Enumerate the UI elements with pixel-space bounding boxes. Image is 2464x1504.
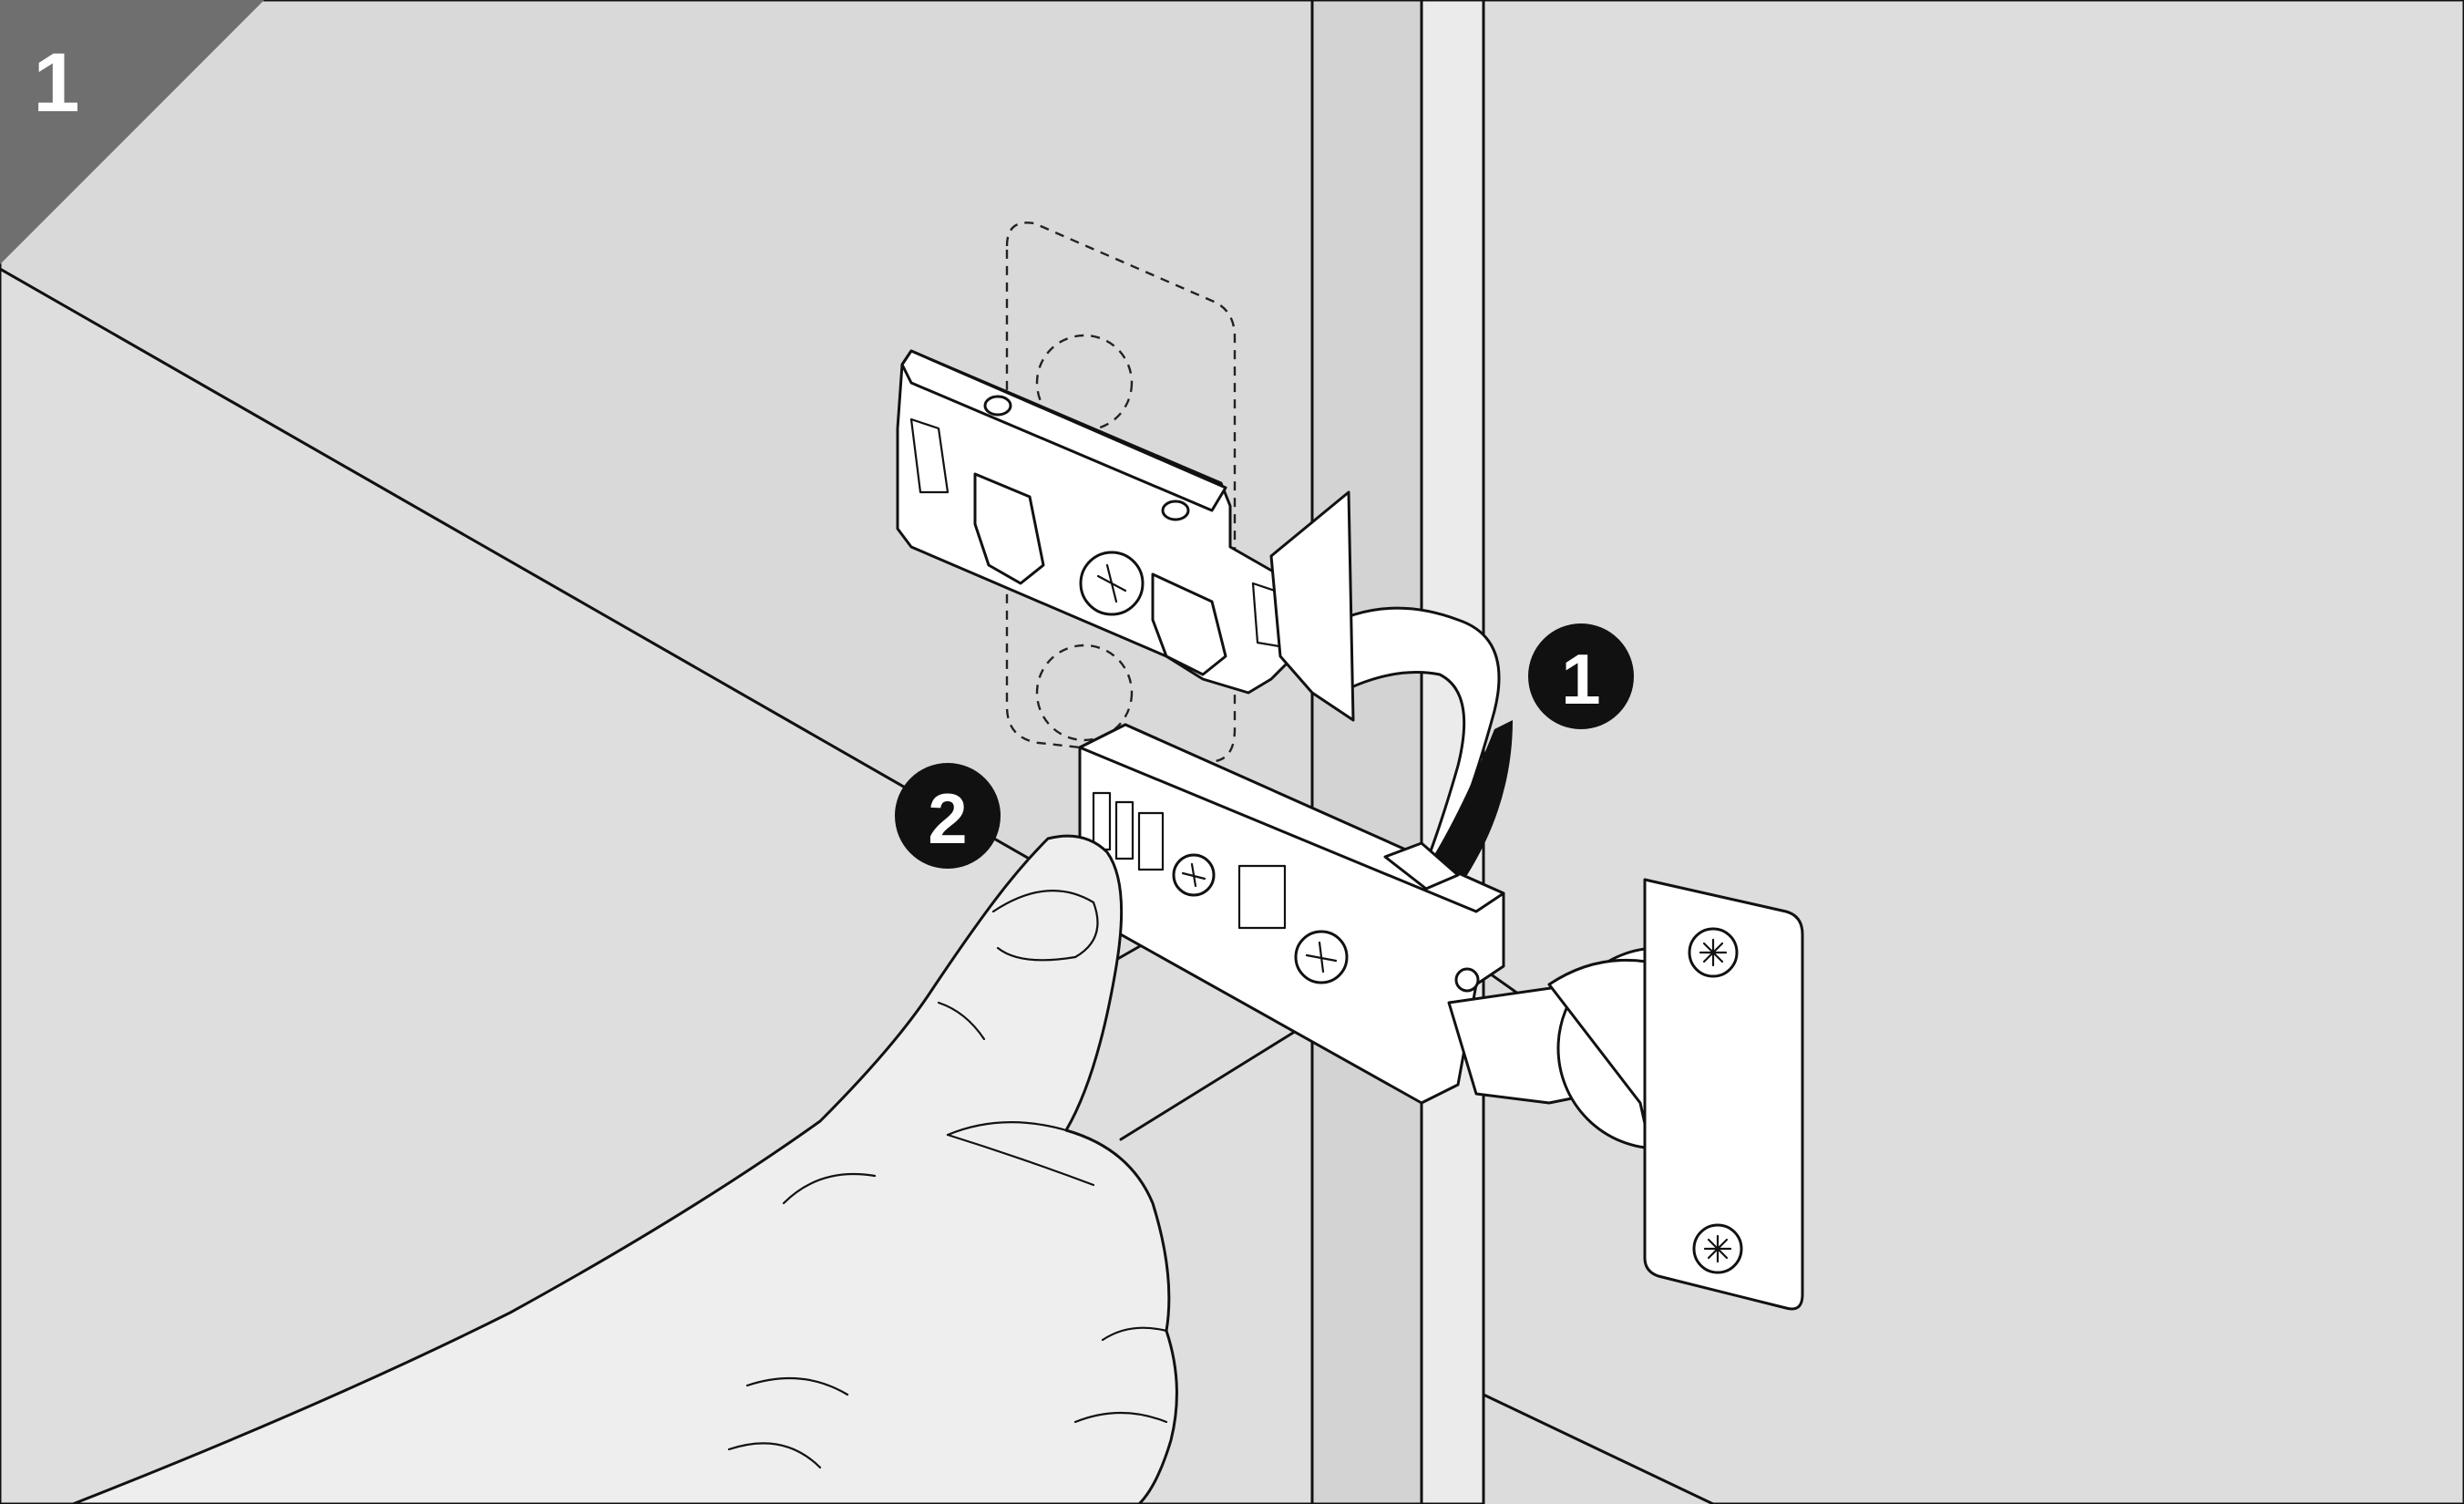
curved-arrow-icon (1269, 490, 1513, 877)
callout-1-label: 1 (1561, 639, 1600, 719)
step-badge: 1 (0, 0, 264, 264)
shelf-front-line (1119, 1019, 1314, 1141)
mounting-plate (896, 349, 1296, 695)
hinge-icon (1078, 723, 1804, 1311)
callout-2-label: 2 (928, 778, 967, 859)
callout-1: 1 (1528, 623, 1634, 729)
door-panel (1482, 0, 2464, 1504)
callout-2: 2 (895, 763, 1001, 869)
hand-icon (71, 834, 1178, 1504)
step-number: 1 (33, 36, 79, 129)
cabinet-front-edge (1310, 0, 1423, 1504)
